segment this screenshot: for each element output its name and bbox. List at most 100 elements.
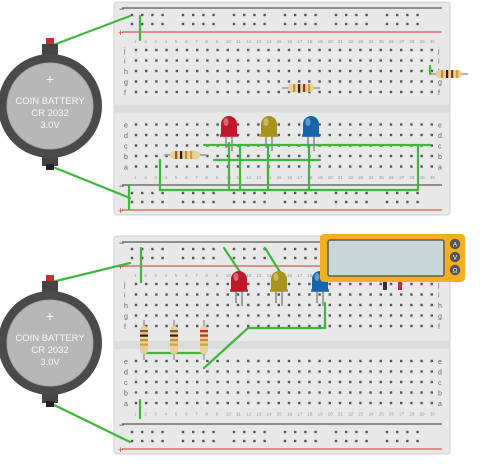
terminal-hole[interactable] xyxy=(400,370,403,373)
terminal-hole[interactable] xyxy=(349,303,352,307)
terminal-hole[interactable] xyxy=(185,69,189,73)
terminal-hole[interactable] xyxy=(379,90,382,94)
rail-hole[interactable] xyxy=(243,22,246,26)
rail-hole[interactable] xyxy=(283,439,287,443)
terminal-hole[interactable] xyxy=(430,293,433,296)
terminal-hole[interactable] xyxy=(379,303,382,307)
terminal-hole[interactable] xyxy=(318,391,321,394)
terminal-hole[interactable] xyxy=(247,154,250,158)
terminal-hole[interactable] xyxy=(145,370,148,373)
terminal-hole[interactable] xyxy=(349,80,352,83)
terminal-hole[interactable] xyxy=(430,123,433,126)
terminal-hole[interactable] xyxy=(155,80,158,83)
terminal-hole[interactable] xyxy=(277,80,280,83)
rail-hole[interactable] xyxy=(365,200,368,204)
terminal-hole[interactable] xyxy=(236,380,240,384)
terminal-hole[interactable] xyxy=(359,133,362,137)
terminal-hole[interactable] xyxy=(349,123,352,126)
rail-hole[interactable] xyxy=(283,13,287,17)
terminal-hole[interactable] xyxy=(328,69,331,73)
rail-hole[interactable] xyxy=(385,191,389,195)
terminal-hole[interactable] xyxy=(206,370,209,373)
terminal-hole[interactable] xyxy=(410,391,413,394)
terminal-hole[interactable] xyxy=(379,293,382,296)
multimeter[interactable]: AVΩ xyxy=(320,234,465,290)
terminal-hole[interactable] xyxy=(257,370,260,373)
terminal-hole[interactable] xyxy=(287,165,291,168)
rail-hole[interactable] xyxy=(263,439,266,443)
terminal-hole[interactable] xyxy=(206,90,209,94)
terminal-hole[interactable] xyxy=(298,370,301,373)
rail-hole[interactable] xyxy=(396,13,399,17)
terminal-hole[interactable] xyxy=(328,154,331,158)
terminal-hole[interactable] xyxy=(277,324,280,328)
terminal-hole[interactable] xyxy=(134,144,138,147)
terminal-hole[interactable] xyxy=(196,370,199,373)
terminal-hole[interactable] xyxy=(359,80,362,83)
terminal-hole[interactable] xyxy=(236,69,240,73)
terminal-hole[interactable] xyxy=(298,123,301,126)
rail-hole[interactable] xyxy=(406,439,409,443)
terminal-hole[interactable] xyxy=(298,401,301,405)
rail-hole[interactable] xyxy=(294,439,297,443)
terminal-hole[interactable] xyxy=(165,59,168,62)
terminal-hole[interactable] xyxy=(389,133,393,137)
terminal-hole[interactable] xyxy=(165,391,168,394)
rail-hole[interactable] xyxy=(253,430,256,434)
terminal-hole[interactable] xyxy=(400,359,403,363)
terminal-hole[interactable] xyxy=(155,359,158,363)
terminal-hole[interactable] xyxy=(216,293,219,296)
terminal-hole[interactable] xyxy=(165,165,168,168)
terminal-hole[interactable] xyxy=(216,59,219,62)
terminal-hole[interactable] xyxy=(247,324,250,328)
rail-hole[interactable] xyxy=(130,256,134,260)
terminal-hole[interactable] xyxy=(165,90,168,94)
terminal-hole[interactable] xyxy=(369,370,372,373)
terminal-hole[interactable] xyxy=(287,80,291,83)
terminal-hole[interactable] xyxy=(430,370,433,373)
terminal-hole[interactable] xyxy=(389,314,393,317)
terminal-hole[interactable] xyxy=(420,380,423,384)
rail-hole[interactable] xyxy=(345,191,348,195)
terminal-hole[interactable] xyxy=(430,133,433,137)
rail-hole[interactable] xyxy=(161,22,164,26)
terminal-hole[interactable] xyxy=(165,69,168,73)
terminal-hole[interactable] xyxy=(328,359,331,363)
rail-hole[interactable] xyxy=(161,13,164,17)
terminal-hole[interactable] xyxy=(277,48,280,52)
multimeter-mode-button[interactable] xyxy=(449,264,461,276)
terminal-hole[interactable] xyxy=(155,154,158,158)
terminal-hole[interactable] xyxy=(420,154,423,158)
terminal-hole[interactable] xyxy=(175,370,178,373)
rail-hole[interactable] xyxy=(202,256,205,260)
rail-hole[interactable] xyxy=(304,439,307,443)
terminal-hole[interactable] xyxy=(379,123,382,126)
rail-hole[interactable] xyxy=(263,256,266,260)
terminal-hole[interactable] xyxy=(369,154,372,158)
jumper-wire[interactable] xyxy=(263,246,282,274)
terminal-hole[interactable] xyxy=(145,48,148,52)
terminal-hole[interactable] xyxy=(145,380,148,384)
terminal-hole[interactable] xyxy=(349,154,352,158)
terminal-hole[interactable] xyxy=(379,48,382,52)
rail-hole[interactable] xyxy=(406,22,409,26)
terminal-hole[interactable] xyxy=(389,69,393,73)
terminal-hole[interactable] xyxy=(165,154,168,158)
rail-hole[interactable] xyxy=(141,439,144,443)
terminal-hole[interactable] xyxy=(175,391,178,394)
terminal-hole[interactable] xyxy=(185,370,189,373)
terminal-hole[interactable] xyxy=(216,324,219,328)
terminal-hole[interactable] xyxy=(430,154,433,158)
terminal-hole[interactable] xyxy=(318,123,321,126)
terminal-hole[interactable] xyxy=(134,90,138,94)
rail-hole[interactable] xyxy=(314,247,317,251)
rail-hole[interactable] xyxy=(243,439,246,443)
terminal-hole[interactable] xyxy=(216,165,219,168)
terminal-hole[interactable] xyxy=(430,59,433,62)
terminal-hole[interactable] xyxy=(236,165,240,168)
terminal-hole[interactable] xyxy=(379,401,382,405)
terminal-hole[interactable] xyxy=(369,391,372,394)
terminal-hole[interactable] xyxy=(267,359,270,363)
wire-battery-positive-top[interactable] xyxy=(46,163,132,200)
terminal-hole[interactable] xyxy=(257,359,260,363)
